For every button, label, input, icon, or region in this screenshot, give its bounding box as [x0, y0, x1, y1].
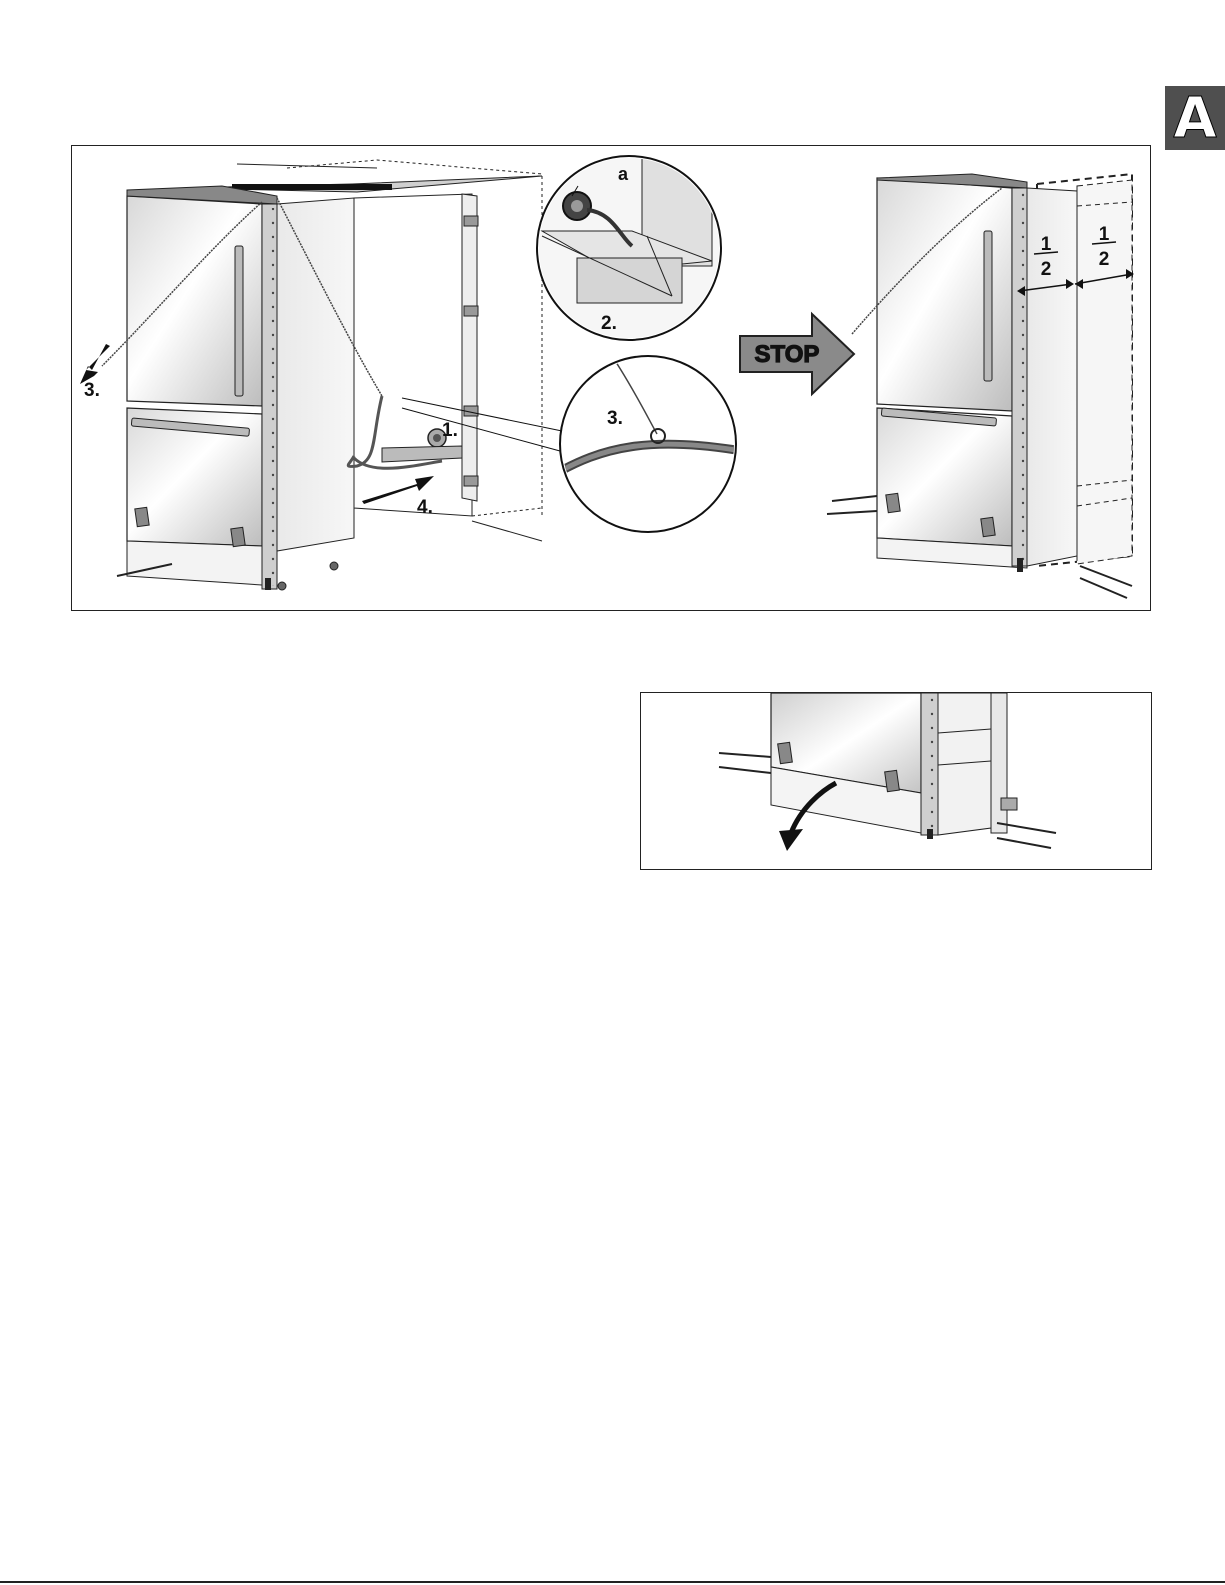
fridge-left — [80, 160, 542, 590]
step-4-label: 4. — [417, 497, 433, 518]
section-tab: A — [1165, 86, 1225, 150]
installation-figure: STOP — [71, 145, 1151, 611]
footer-rule — [0, 1581, 1225, 1583]
stop-arrow: STOP — [740, 314, 854, 394]
step-2-label: 2. — [601, 313, 617, 334]
fraction-right-denominator: 2 — [1099, 249, 1110, 270]
fraction-left-denominator: 2 — [1041, 259, 1052, 280]
callout-a: a — [618, 164, 629, 184]
fridge-right — [827, 174, 1134, 598]
pull-down-arrow-icon — [779, 829, 803, 851]
step-1-label: 1. — [442, 420, 458, 441]
remove-tape-illustration — [641, 693, 1151, 869]
stop-label: STOP — [755, 341, 820, 368]
remove-tape-figure — [640, 692, 1152, 870]
fraction-left-numerator: 1 — [1041, 234, 1052, 255]
installation-illustration: STOP — [72, 146, 1150, 610]
step-3-label: 3. — [84, 380, 100, 401]
detail-connection — [537, 156, 737, 346]
fraction-right-numerator: 1 — [1099, 224, 1110, 245]
step-3-detail-label: 3. — [607, 408, 623, 429]
